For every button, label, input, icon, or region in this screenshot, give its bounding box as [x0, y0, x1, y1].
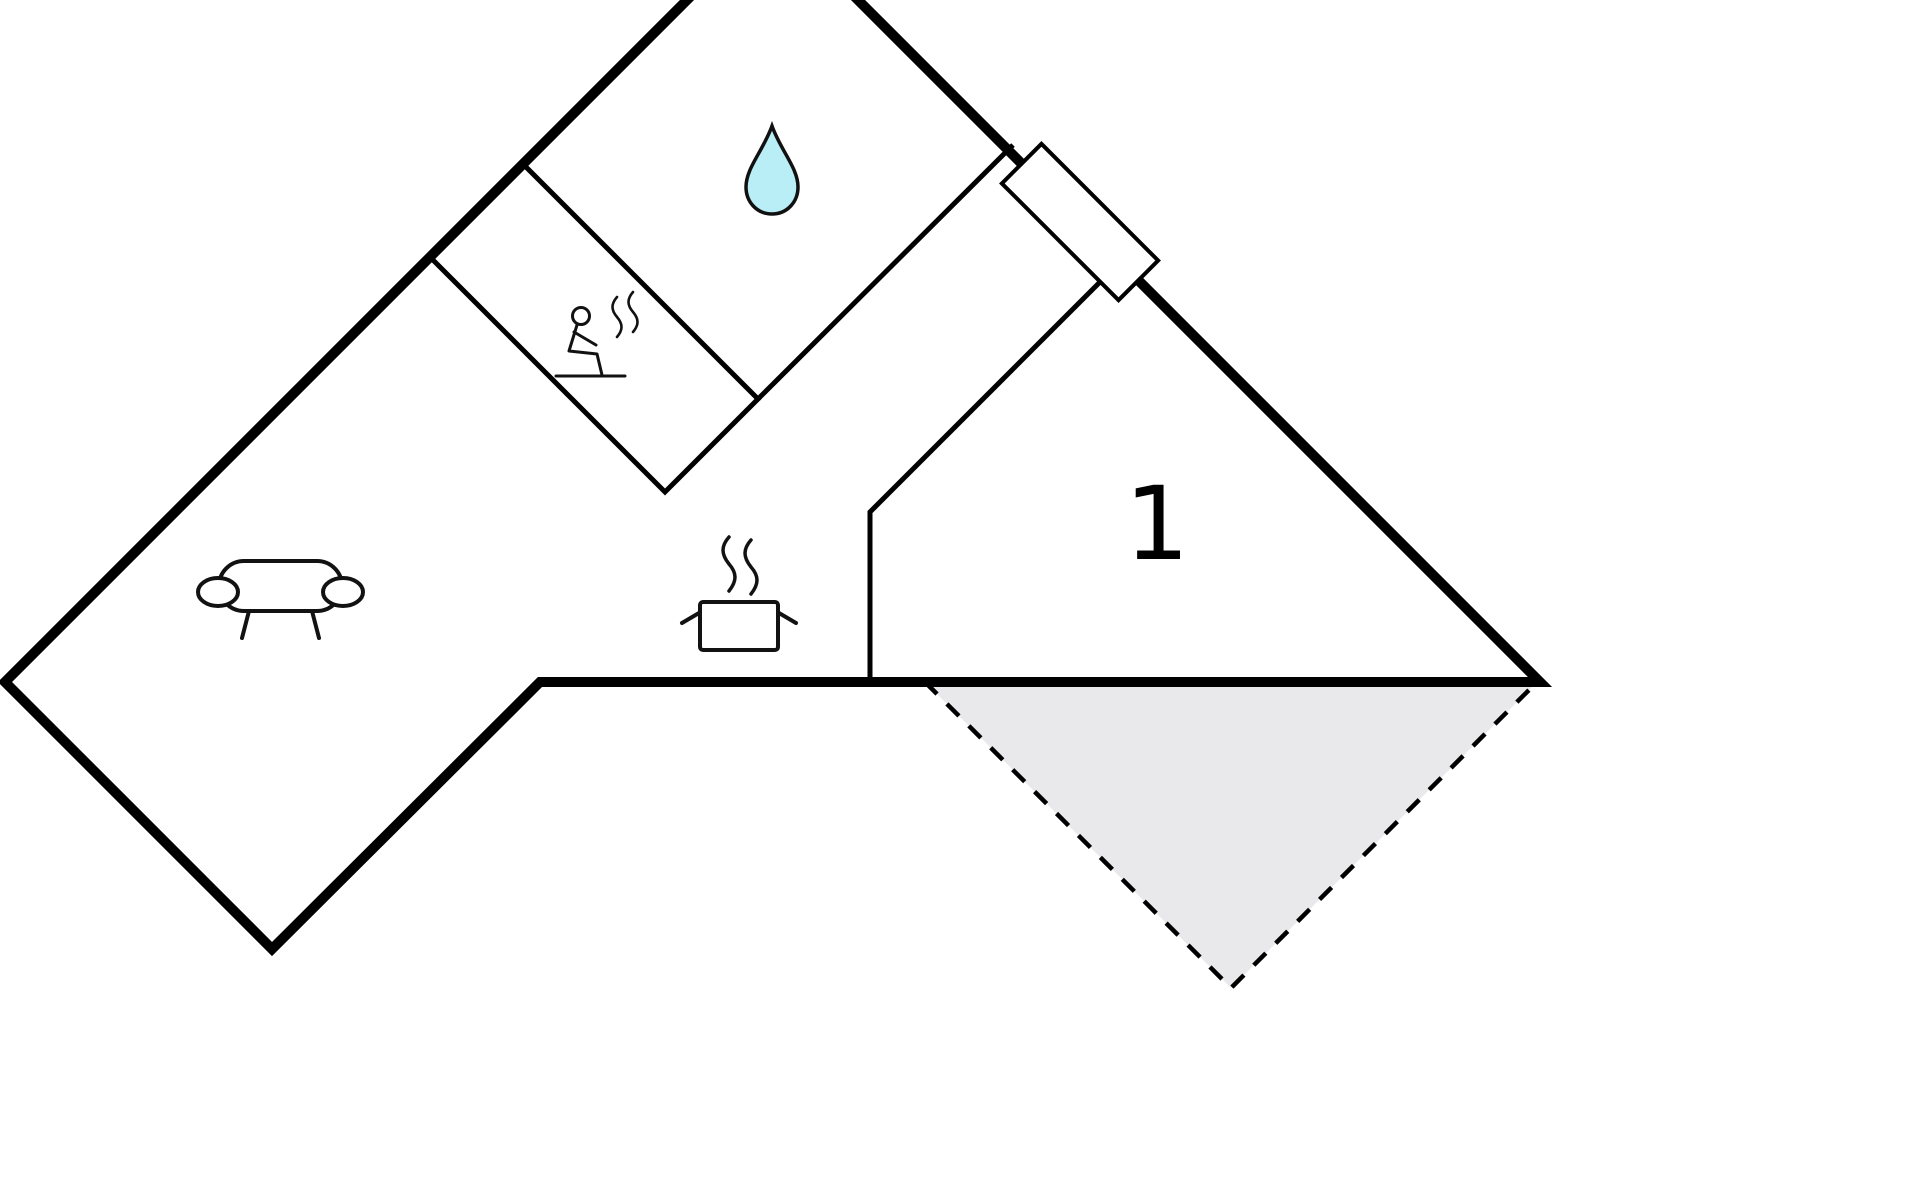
interior-walls — [428, 143, 1124, 687]
sofa-leg-left — [240, 609, 251, 640]
sauna-person-icon — [554, 290, 639, 378]
pot-steam-line-2 — [743, 538, 759, 596]
pot-handle-left — [680, 611, 701, 625]
sofa-leg-right — [310, 609, 321, 640]
sofa-armrest-right — [321, 576, 365, 608]
sauna-steam-line-1 — [611, 295, 623, 339]
bedroom-walls — [867, 258, 1124, 687]
terrace — [923, 680, 1539, 992]
terrace-area — [925, 682, 1537, 988]
pot-handle-right — [777, 611, 798, 625]
water-drop-icon — [744, 120, 800, 216]
sauna-steam-line-2 — [627, 290, 639, 334]
sauna-person-body — [567, 323, 604, 377]
exterior-walls — [0, 0, 1553, 957]
sauna-walls — [428, 162, 762, 496]
sofa-icon — [196, 559, 365, 640]
pot-steam-line-1 — [721, 535, 737, 593]
entrance-door — [999, 141, 1161, 303]
terrace-dashed-border — [923, 680, 1539, 992]
bathroom-hall-wall — [756, 143, 1015, 401]
pot-body — [698, 600, 780, 652]
sauna-person-arm — [572, 330, 598, 347]
sofa-armrest-left — [196, 576, 240, 608]
cooking-pot-icon — [680, 535, 798, 652]
sauna-person-head — [571, 306, 591, 326]
bedroom-label: 1 — [1125, 465, 1190, 584]
